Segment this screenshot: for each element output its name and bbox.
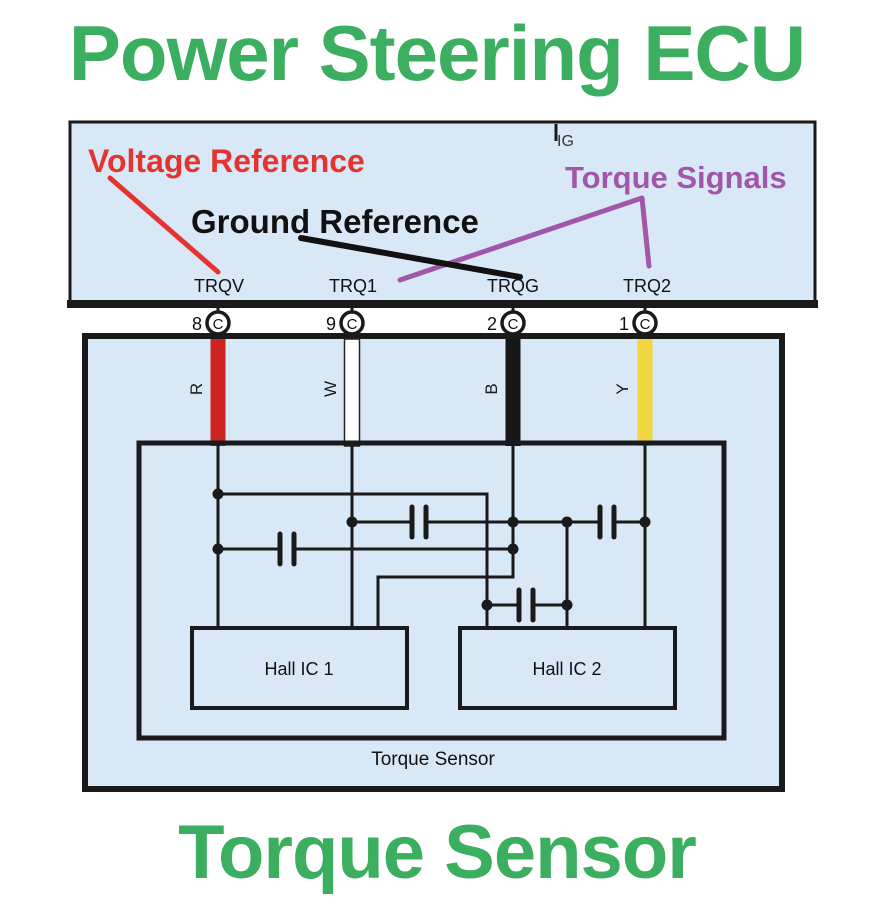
junction-dot	[507, 516, 519, 528]
junction-dot	[561, 599, 573, 611]
capacitors	[277, 504, 617, 623]
torque-signals-pointer-line	[397, 195, 652, 283]
pin-label-trq2: TRQ2	[623, 276, 671, 296]
pin-number-8: 8	[192, 314, 202, 334]
connector-circle-2	[500, 310, 526, 336]
capacitor-w-b	[409, 504, 429, 540]
connector-letter-2: C	[508, 316, 519, 333]
wire-code-r: R	[187, 383, 206, 395]
ground-reference-label: Ground Reference	[191, 203, 479, 240]
hall-ic-boxes: Hall IC 1 Hall IC 2	[190, 626, 677, 710]
wire-black	[505, 339, 521, 446]
junction-dot	[639, 516, 651, 528]
wire-code-b: B	[482, 383, 501, 394]
pin-number-2: 2	[487, 314, 497, 334]
junction-dot	[507, 543, 519, 555]
connector-letter-9: C	[347, 316, 358, 333]
junction-dot	[212, 488, 224, 500]
pin-label-trq1: TRQ1	[329, 276, 377, 296]
trace-level-a	[216, 492, 489, 630]
hall-ic-2-box	[458, 626, 677, 710]
ecu-bottom-edge	[67, 300, 818, 308]
connector-pin-numbers: 8 9 2 1	[192, 314, 629, 334]
junction-dot	[561, 516, 573, 528]
torque-sensor-box	[82, 333, 785, 792]
junction-dot	[212, 543, 224, 555]
circuit-traces	[216, 444, 647, 630]
torque-sensor-caption: Torque Sensor	[371, 749, 495, 770]
connector-circle-9	[339, 310, 365, 336]
connector-circle-1	[632, 310, 658, 336]
wires	[210, 338, 653, 447]
hall-ic-1-box	[190, 626, 409, 710]
voltage-reference-label: Voltage Reference	[88, 143, 365, 179]
capacitor-lower	[516, 587, 536, 623]
ecu-box-group: IG	[67, 120, 818, 308]
hall-ic-1-label: Hall IC 1	[264, 659, 333, 679]
junction-dots	[212, 488, 651, 611]
voltage-reference-pointer-line	[107, 175, 221, 275]
page-title-bottom: Torque Sensor	[178, 810, 696, 895]
trace-b-step	[376, 444, 515, 630]
connector-letters: C C C C	[213, 316, 651, 333]
wire-red	[210, 339, 226, 446]
wire-color-codes: R W B Y	[187, 381, 632, 397]
hall-ic-2-label: Hall IC 2	[532, 659, 601, 679]
torque-signals-label: Torque Signals	[565, 160, 787, 195]
pin-label-trqv: TRQV	[194, 276, 244, 296]
junction-dot	[346, 516, 358, 528]
sensor-inner-box	[136, 440, 727, 741]
wire-white	[343, 338, 361, 447]
connector-circle-8	[205, 310, 231, 336]
wire-code-w: W	[321, 381, 340, 397]
ground-reference-pointer-line	[298, 235, 523, 280]
capacitor-b-y	[597, 504, 617, 540]
capacitor-r-b	[277, 531, 297, 567]
connector-letter-1: C	[640, 316, 651, 333]
ecu-box	[68, 120, 817, 306]
wire-yellow	[637, 339, 653, 446]
connector-row	[205, 304, 658, 342]
connector-letter-8: C	[213, 316, 224, 333]
pin-label-trqg: TRQG	[487, 276, 539, 296]
pin-number-1: 1	[619, 314, 629, 334]
ig-label: IG	[557, 133, 574, 150]
wire-code-y: Y	[613, 383, 632, 394]
page-title-top: Power Steering ECU	[69, 9, 805, 97]
junction-dot	[481, 599, 493, 611]
pin-number-9: 9	[326, 314, 336, 334]
